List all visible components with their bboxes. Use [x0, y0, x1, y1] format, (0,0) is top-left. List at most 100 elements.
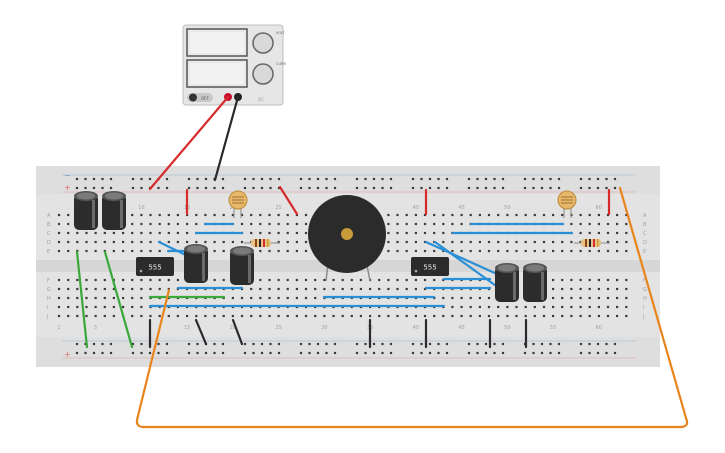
breadboard-hole[interactable]	[359, 278, 362, 282]
breadboard-hole[interactable]	[149, 287, 152, 291]
breadboard-hole[interactable]	[423, 314, 427, 318]
breadboard-hole[interactable]	[442, 314, 445, 318]
breadboard-hole[interactable]	[372, 342, 376, 346]
breadboard-hole[interactable]	[533, 240, 536, 244]
breadboard-hole[interactable]	[277, 296, 280, 300]
breadboard-hole[interactable]	[167, 240, 170, 244]
breadboard-hole[interactable]	[451, 240, 454, 244]
breadboard-hole[interactable]	[355, 351, 359, 355]
breadboard-hole[interactable]	[57, 249, 61, 253]
breadboard-hole[interactable]	[308, 186, 311, 190]
breadboard-hole[interactable]	[333, 186, 337, 190]
breadboard-hole[interactable]	[259, 222, 262, 226]
breadboard-hole[interactable]	[112, 287, 115, 291]
breadboard-hole[interactable]	[131, 351, 135, 355]
breadboard-hole[interactable]	[76, 314, 79, 318]
breadboard-hole[interactable]	[532, 186, 535, 190]
breadboard-hole[interactable]	[158, 278, 161, 282]
breadboard-hole[interactable]	[333, 342, 337, 346]
breadboard-hole[interactable]	[570, 287, 573, 291]
breadboard-hole[interactable]	[85, 314, 88, 318]
breadboard-hole[interactable]	[423, 287, 427, 291]
breadboard-hole[interactable]	[420, 351, 423, 355]
breadboard-hole[interactable]	[186, 222, 189, 226]
breadboard-hole[interactable]	[437, 186, 440, 190]
breadboard-hole[interactable]	[277, 213, 280, 217]
breadboard-hole[interactable]	[476, 177, 479, 181]
breadboard-hole[interactable]	[131, 342, 135, 346]
timer-chip-1[interactable]: 555	[136, 257, 174, 276]
breadboard-hole[interactable]	[588, 314, 591, 318]
breadboard-hole[interactable]	[148, 177, 152, 181]
breadboard-hole[interactable]	[268, 231, 271, 235]
breadboard-hole[interactable]	[67, 231, 70, 235]
breadboard-hole[interactable]	[579, 342, 583, 346]
breadboard-hole[interactable]	[350, 287, 353, 291]
breadboard-hole[interactable]	[252, 342, 255, 346]
breadboard-hole[interactable]	[596, 351, 600, 355]
breadboard-hole[interactable]	[94, 278, 97, 282]
breadboard-hole[interactable]	[625, 314, 628, 318]
breadboard-hole[interactable]	[396, 231, 399, 235]
breadboard-hole[interactable]	[103, 278, 106, 282]
breadboard-hole[interactable]	[469, 296, 472, 300]
breadboard-hole[interactable]	[476, 351, 479, 355]
breadboard-hole[interactable]	[213, 314, 216, 318]
breadboard-hole[interactable]	[167, 213, 170, 217]
breadboard-hole[interactable]	[277, 342, 281, 346]
breadboard-hole[interactable]	[506, 305, 509, 309]
breadboard-hole[interactable]	[579, 177, 583, 181]
breadboard-hole[interactable]	[187, 177, 191, 181]
breadboard-hole[interactable]	[314, 314, 317, 318]
breadboard-hole[interactable]	[552, 296, 555, 300]
breadboard-hole[interactable]	[140, 278, 143, 282]
breadboard-hole[interactable]	[414, 278, 417, 282]
breadboard-hole[interactable]	[67, 249, 70, 253]
breadboard-hole[interactable]	[221, 351, 225, 355]
breadboard-hole[interactable]	[277, 231, 280, 235]
breadboard-hole[interactable]	[387, 278, 390, 282]
breadboard-hole[interactable]	[157, 351, 160, 355]
breadboard-hole[interactable]	[616, 249, 619, 253]
red-jumper-2[interactable]	[278, 185, 299, 216]
breadboard-hole[interactable]	[158, 222, 161, 226]
breadboard-hole[interactable]	[122, 287, 125, 291]
breadboard-hole[interactable]	[596, 342, 600, 346]
breadboard-hole[interactable]	[606, 296, 610, 300]
breadboard-hole[interactable]	[213, 249, 216, 253]
breadboard-hole[interactable]	[506, 240, 509, 244]
breadboard-hole[interactable]	[158, 213, 161, 217]
breadboard-hole[interactable]	[252, 351, 255, 355]
breadboard-hole[interactable]	[92, 177, 96, 181]
breadboard-hole[interactable]	[231, 213, 234, 217]
breadboard-hole[interactable]	[165, 351, 169, 355]
breadboard-hole[interactable]	[515, 240, 518, 244]
breadboard-hole[interactable]	[588, 222, 591, 226]
breadboard-hole[interactable]	[506, 249, 509, 253]
breadboard-hole[interactable]	[433, 213, 436, 217]
breadboard-hole[interactable]	[484, 177, 488, 181]
breadboard-hole[interactable]	[295, 249, 298, 253]
breadboard-hole[interactable]	[103, 231, 106, 235]
breadboard-hole[interactable]	[460, 249, 463, 253]
breadboard-hole[interactable]	[515, 249, 518, 253]
breadboard-hole[interactable]	[67, 296, 70, 300]
resistor-2[interactable]	[574, 239, 610, 247]
breadboard-hole[interactable]	[240, 240, 244, 244]
breadboard-hole[interactable]	[552, 314, 555, 318]
breadboard-hole[interactable]	[570, 278, 573, 282]
breadboard-hole[interactable]	[414, 231, 417, 235]
breadboard-hole[interactable]	[176, 231, 179, 235]
breadboard-hole[interactable]	[176, 222, 179, 226]
breadboard-hole[interactable]	[414, 213, 417, 217]
breadboard-hole[interactable]	[67, 278, 70, 282]
capacitor-2[interactable]	[102, 191, 126, 230]
breadboard-hole[interactable]	[260, 177, 264, 181]
breadboard-hole[interactable]	[570, 249, 573, 253]
breadboard-hole[interactable]	[122, 249, 125, 253]
breadboard-hole[interactable]	[484, 186, 488, 190]
breadboard-hole[interactable]	[316, 177, 320, 181]
breadboard-hole[interactable]	[606, 222, 610, 226]
breadboard-hole[interactable]	[605, 351, 608, 355]
breadboard-hole[interactable]	[94, 249, 97, 253]
